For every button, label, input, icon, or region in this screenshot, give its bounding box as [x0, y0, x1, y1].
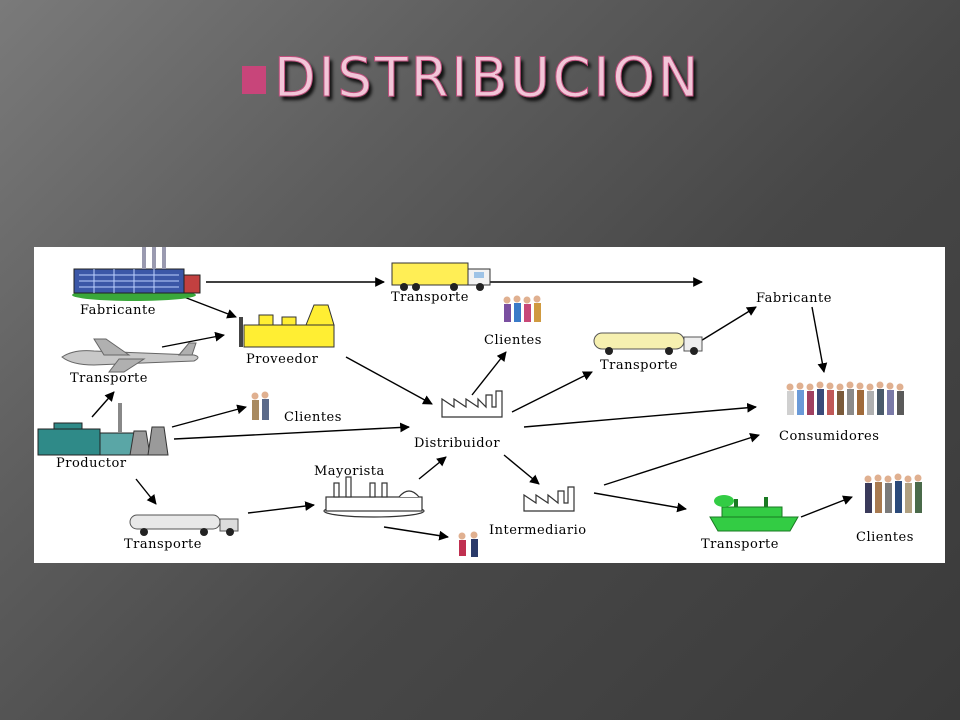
- arrow-transporte-mayorista: [247, 501, 315, 514]
- slide-title: DISTRIBUCION: [273, 46, 702, 110]
- consumidores-icon: [786, 381, 904, 415]
- label-productor: Productor: [56, 456, 127, 471]
- label-consumidores: Consumidores: [779, 429, 879, 444]
- arrow-mayorista-distribuidor: [418, 456, 447, 480]
- arrow-intermediario-ship: [593, 492, 687, 513]
- arrow-productor-clientes: [171, 404, 247, 428]
- intermediario-icon: [523, 486, 575, 512]
- ship-icon: [709, 495, 799, 532]
- fabricante-left-icon: [72, 247, 201, 301]
- label-fabricante-left: Fabricante: [80, 303, 156, 318]
- arrow-fabricante-proveedor: [183, 296, 237, 319]
- label-transporte-bottom-left: Transporte: [124, 537, 202, 552]
- distribution-diagram: Fabricante Transporte Proveedor Transpor…: [34, 247, 945, 563]
- label-proveedor: Proveedor: [246, 352, 319, 367]
- arrow-productor-transporte: [135, 478, 157, 505]
- label-transporte-top: Transporte: [391, 290, 469, 305]
- distribuidor-icon: [441, 390, 503, 418]
- arrow-ship-clientes: [800, 495, 853, 518]
- label-fabricante-right: Fabricante: [756, 291, 832, 306]
- arrow-transporte-fabricante-right: [698, 306, 757, 343]
- label-transporte-plane: Transporte: [70, 371, 148, 386]
- clientes-bottom-center-icon: [458, 531, 478, 557]
- label-clientes-left: Clientes: [284, 410, 342, 425]
- mayorista-icon: [323, 476, 425, 518]
- label-clientes-right: Clientes: [856, 530, 914, 545]
- productor-icon: [37, 403, 169, 456]
- tanker-bottom-left-icon: [129, 514, 239, 536]
- arrow-productor-distribuidor: [173, 422, 410, 440]
- clientes-right-icon: [864, 473, 922, 513]
- arrow-mayorista-cliente: [383, 526, 449, 541]
- arrow-fabricante-consumidores: [811, 306, 828, 373]
- airplane-icon: [61, 338, 199, 373]
- arrow-productor-plane: [91, 391, 115, 418]
- label-distribuidor: Distribuidor: [414, 436, 500, 451]
- label-intermediario: Intermediario: [489, 523, 587, 538]
- title-bullet: [242, 66, 266, 94]
- arrow-distribuidor-clientes: [471, 351, 507, 396]
- clientes-left-icon: [251, 391, 269, 420]
- label-transporte-tanker-right: Transporte: [600, 358, 678, 373]
- arrow-intermediario-consumidores: [603, 433, 760, 486]
- tanker-right-icon: [593, 332, 703, 355]
- flow-arrows: [91, 277, 853, 541]
- proveedor-icon: [239, 304, 335, 348]
- arrow-distribuidor-transporte: [511, 371, 593, 413]
- truck-top-icon: [391, 262, 491, 291]
- diagram-canvas: Fabricante Transporte Proveedor Transpor…: [37, 247, 922, 557]
- arrow-distribuidor-intermediario: [503, 454, 540, 485]
- label-mayorista: Mayorista: [314, 464, 385, 479]
- clientes-center-top-icon: [503, 295, 541, 322]
- arrow-proveedor-distribuidor: [345, 356, 433, 405]
- label-clientes-center-top: Clientes: [484, 333, 542, 348]
- arrow-plane-proveedor: [161, 331, 225, 348]
- arrow-distribuidor-consumidores: [523, 402, 757, 428]
- label-transporte-ship: Transporte: [701, 537, 779, 552]
